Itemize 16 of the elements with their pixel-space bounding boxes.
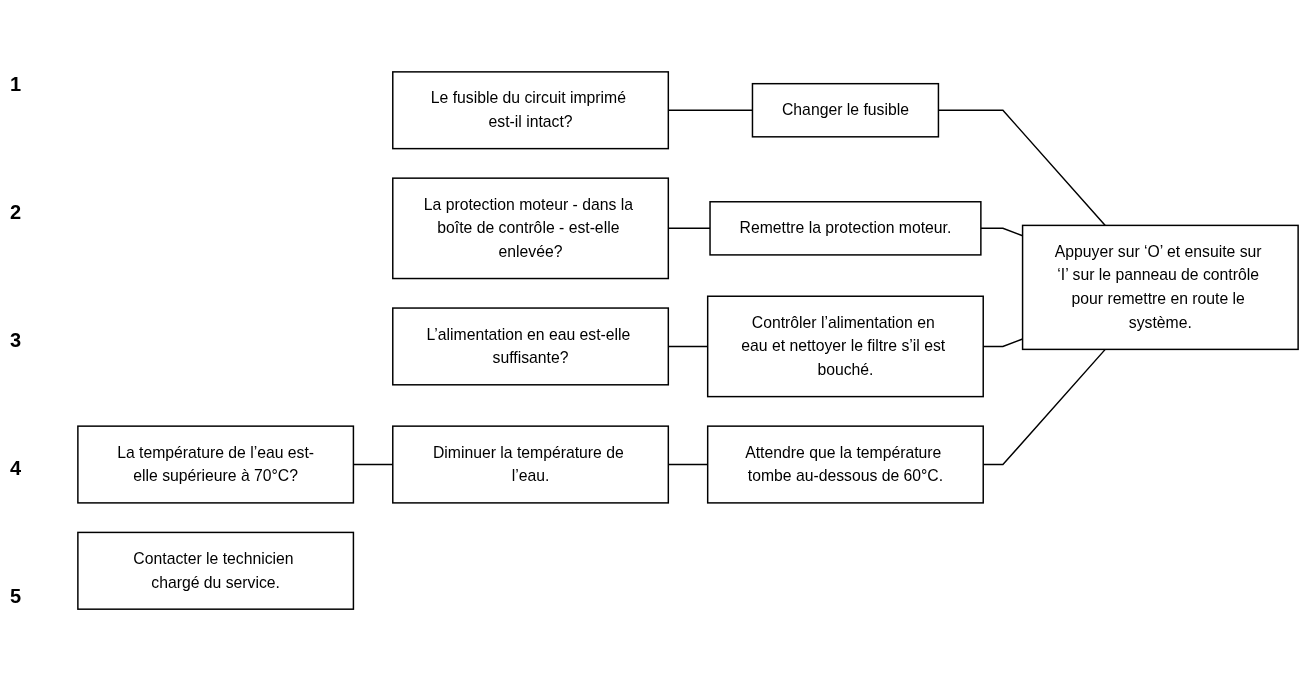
step-number: 2 bbox=[10, 200, 23, 224]
step-number: 1 bbox=[10, 72, 23, 96]
node-box: L’alimentation en eau est-elle suffisante? bbox=[392, 307, 670, 386]
node-box: Attendre que la température tombe au-dessous de 60°C. bbox=[706, 425, 984, 504]
step-number: 4 bbox=[10, 457, 23, 481]
node-box: Contrôler l’alimentation en eau et nettoyer le filtre s’il est bouché. bbox=[706, 295, 984, 398]
step-number: 5 bbox=[10, 585, 23, 609]
node-box: Remettre la protection moteur. bbox=[709, 201, 982, 256]
node-box: Contacter le technicien chargé du service. bbox=[77, 531, 355, 610]
node-box: La protection moteur - dans la boîte de contrôle - est-elle enlevée? bbox=[392, 177, 670, 280]
node-box: Le fusible du circuit imprimé est-il intact? bbox=[392, 71, 670, 150]
node-box: Diminuer la température de l’eau. bbox=[392, 425, 670, 504]
step-number: 3 bbox=[10, 328, 23, 352]
node-box: Changer le fusible bbox=[751, 82, 940, 138]
node-box: La température de l’eau est-elle supérieure à 70°C? bbox=[77, 425, 355, 504]
node-box: Appuyer sur ‘O’ et ensuite sur ‘I’ sur le panneau de contrôle pour remettre en route le système. bbox=[1021, 224, 1299, 351]
